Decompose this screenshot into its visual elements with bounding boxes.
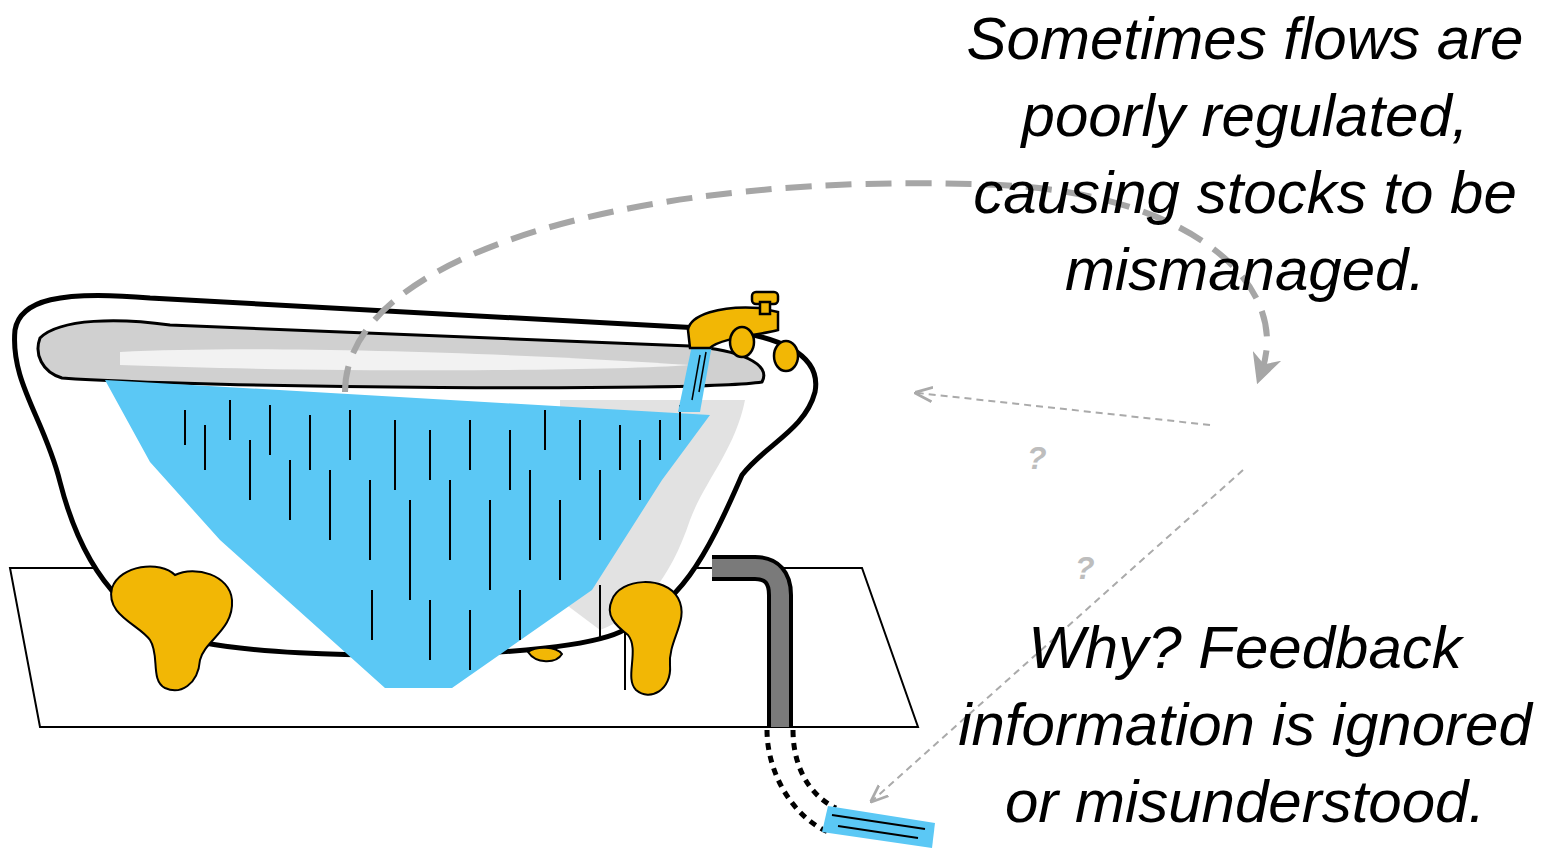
tub-inner-rim: [38, 321, 764, 388]
water-streak: [394, 420, 396, 490]
water-streak: [699, 352, 706, 392]
faucet-streaks: [692, 352, 706, 400]
water-streak: [289, 460, 291, 520]
water-streak: [309, 415, 311, 470]
tub-foot: [528, 648, 562, 662]
faucet-handle: [730, 327, 754, 357]
water-streak: [449, 480, 451, 560]
water-streak: [329, 470, 331, 540]
tub-foot: [610, 582, 682, 695]
water-streak: [429, 430, 431, 480]
water-streak: [469, 420, 471, 470]
water-streak: [371, 590, 373, 640]
faucet-stem: [760, 302, 770, 314]
water-streak: [519, 590, 521, 640]
water-streak: [349, 410, 351, 460]
faucet: [688, 292, 798, 371]
question-mark: ?: [1027, 438, 1067, 478]
water-streak: [409, 500, 411, 600]
question-mark: ?: [1075, 548, 1115, 588]
hidden-pipe: [767, 730, 828, 832]
water-streak: [619, 425, 621, 470]
hidden-pipe: [793, 730, 836, 808]
water-streak: [229, 400, 231, 440]
leader-arrow: [918, 393, 1210, 425]
water-streak: [639, 440, 641, 500]
water-streak: [599, 585, 601, 640]
water-streak: [489, 500, 491, 590]
water-streak: [838, 826, 918, 838]
drain-pipe-outline: [712, 568, 780, 727]
water-streak: [544, 410, 546, 450]
tub-foot: [111, 566, 232, 690]
water-streak: [204, 425, 206, 470]
water-streak: [184, 410, 186, 445]
drain-outflow: [822, 806, 935, 848]
water-streak: [529, 470, 531, 560]
water-streak: [509, 430, 511, 490]
water-streak: [692, 355, 700, 400]
water-streak: [659, 420, 661, 460]
water-streak: [579, 420, 581, 480]
faucet-stream: [678, 345, 712, 412]
outflow-water: [822, 806, 935, 848]
faucet-handle: [774, 341, 798, 371]
tub-inner-highlight: [120, 349, 690, 370]
water-streak: [469, 610, 471, 670]
water-streak: [559, 500, 561, 580]
water-streak: [269, 405, 271, 455]
tub-feet: [111, 566, 682, 694]
callout-note: Sometimes flows are poorly regulated, ca…: [930, 0, 1559, 308]
water-streak: [249, 440, 251, 500]
water-streak: [599, 470, 601, 540]
water-streak: [369, 480, 371, 560]
water-streaks: [185, 400, 680, 690]
drain-pipe: [712, 568, 780, 727]
callout-note: Why? Feedback information is ignored or …: [925, 609, 1559, 840]
water-streak: [429, 600, 431, 660]
